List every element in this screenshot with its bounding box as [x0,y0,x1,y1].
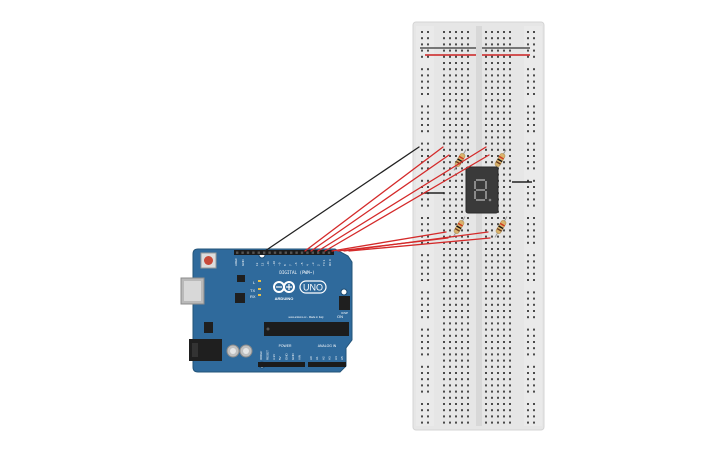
dc-jack-icon [189,339,222,361]
wire-ground[interactable] [264,146,420,252]
wires [264,146,491,252]
digital-pin-label: ~3 [311,262,315,266]
status-leds: L TX RX ON [250,280,343,319]
power-pin-label: 5V [278,356,282,360]
breadboard[interactable] [412,21,545,431]
analog-pin-label: A4 [334,356,338,360]
analog-header[interactable] [308,362,346,367]
reset-button-icon[interactable] [200,252,217,269]
small-chip [237,275,245,282]
digital-header-label: DIGITAL (PWM~) [279,270,314,275]
digital-pin-label: 12 [261,262,265,266]
resistor-top-right[interactable] [492,148,509,171]
voltage-regulator [204,322,213,333]
wire-signal-1[interactable] [304,146,444,252]
power-header[interactable] [258,362,305,367]
uno-model-text: UNO [303,283,323,293]
power-pin-label: VIN [297,355,301,360]
seven-segment-display[interactable]: 8. [465,166,499,214]
gnd-label: GND [241,259,245,267]
resistor-bottom-left[interactable] [451,215,468,238]
chip-icon [264,322,349,336]
led-on-label: ON [337,314,343,319]
wire-signal-2[interactable] [310,154,450,252]
led-rx-label: RX [250,294,256,299]
uno-badge: UNO [299,280,327,294]
led-tx-label: TX [250,288,255,293]
capacitor-icon [226,344,240,358]
digital-pin-label: 13 [255,262,259,266]
analog-pin-label: A0 [309,356,313,360]
made-in-label: www.arduino.cc - Made in Italy [288,315,324,319]
wire-signal-5[interactable] [331,231,447,252]
digital-pin-label: 2 [317,264,321,266]
capacitor-icon [239,344,253,358]
digital-pin-label: 8 [283,264,287,266]
wire-signal-4[interactable] [324,154,490,252]
wire-signal-7[interactable] [343,231,489,252]
digital-pin-label: ~6 [294,262,298,266]
resistor-top-left[interactable] [452,148,469,171]
power-rail-left [416,26,434,426]
arduino-brand-text: ARDUINO [275,296,294,301]
power-pin-label: GND [285,353,289,361]
analog-pin-label: A5 [340,356,344,360]
power-pin-label: IOREF [259,351,263,360]
power-label: POWER [279,344,292,348]
segment-digit [474,179,492,202]
arduino-uno-board[interactable]: ARDUINO UNO L TX RX ON ICSP DIGITAL (PWM… [180,248,353,373]
icsp-header [339,296,350,310]
aref-label: AREF [234,258,238,266]
wire-signal-3[interactable] [317,146,487,252]
power-pin-label: GND [291,353,295,361]
arduino-logo [273,281,295,293]
digital-pin-label: 4 [305,264,309,266]
led-l-label: L [253,280,256,285]
digital-header[interactable] [234,250,334,255]
digital-pin-label: ~10 [272,261,276,266]
usb-port-icon [180,277,205,305]
resistor-bottom-right[interactable] [493,215,510,238]
digital-pin-label: ~9 [277,262,281,266]
digital-pin-label: TX 1 [322,259,326,266]
power-pin-label: 3.3V [272,354,276,360]
analog-pin-label: A1 [315,356,319,360]
analog-pin-label: A2 [321,356,325,360]
digital-pin-label: 7 [289,264,293,266]
power-pin-label: RESET [265,350,269,360]
digital-pin-label: ~11 [266,261,270,266]
small-chip [235,293,245,303]
analog-label: ANALOG IN [318,344,337,348]
wire-signal-8[interactable] [348,237,491,252]
digital-pin-label: RX 0 [328,259,332,266]
center-channel [476,26,482,426]
icsp-label: ICSP [341,311,348,315]
analog-pin-label: A3 [328,356,332,360]
digital-pin-label: ~5 [300,262,304,266]
